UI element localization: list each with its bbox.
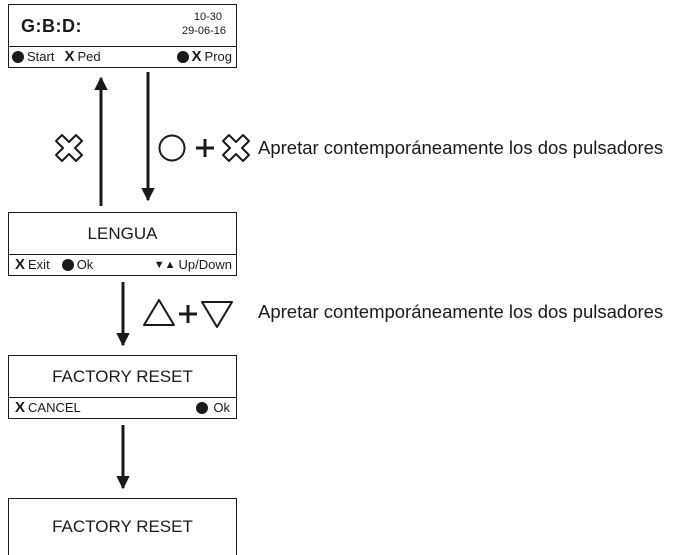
filled-circle-icon <box>12 50 24 63</box>
factory-reset-softkeys: X CANCEL Ok <box>9 397 236 418</box>
instruction-note-1: Apretar contemporáneamente los dos pulsa… <box>258 137 664 158</box>
x-icon: X <box>15 256 26 273</box>
filled-circle-icon <box>176 50 189 63</box>
ped-softkey[interactable]: X Ped <box>64 48 100 65</box>
instruction-note-2: Apretar contemporáneamente los dos pulsa… <box>258 301 664 322</box>
factory-reset-title: FACTORY RESET <box>52 366 193 386</box>
prog-softkey[interactable]: X Prog <box>176 48 232 65</box>
lengua-screen: LENGUA X Exit Ok ▼▲ Up/Down <box>8 212 237 276</box>
gbd-logo: G:B:D: <box>21 16 82 36</box>
start-label: Start <box>27 49 55 64</box>
plus-icon <box>179 305 197 323</box>
updown-label: Up/Down <box>178 257 232 272</box>
cancel-softkey[interactable]: X CANCEL <box>15 399 81 416</box>
home-screen: G:B:D: 10-30 29-06-16 Start X Ped X Prog <box>8 4 237 68</box>
x-icon: X <box>191 48 202 65</box>
ok-label: Ok <box>76 257 94 272</box>
updown-softkey[interactable]: ▼▲ Up/Down <box>154 257 232 272</box>
ok-softkey[interactable]: Ok <box>61 257 94 272</box>
triangle-down-button-icon <box>201 301 233 328</box>
cancel-label: CANCEL <box>28 400 81 415</box>
ped-label: Ped <box>77 49 101 64</box>
lengua-softkeys: X Exit Ok ▼▲ Up/Down <box>9 254 236 275</box>
factory-reset-confirm-screen: FACTORY RESET X CANCEL Ok <box>8 355 237 419</box>
circle-button-icon <box>158 134 186 162</box>
factory-reset-final-title: FACTORY RESET <box>52 517 193 536</box>
lengua-display: LENGUA <box>9 213 236 255</box>
plus-icon <box>196 139 214 157</box>
triangle-up-button-icon <box>143 299 175 326</box>
lengua-title: LENGUA <box>87 223 158 243</box>
factory-reset-final-screen: FACTORY RESET <box>8 498 237 555</box>
home-softkeys: Start X Ped X Prog <box>9 46 236 67</box>
factory-reset-display: FACTORY RESET <box>9 356 236 398</box>
x-button-icon <box>222 134 250 162</box>
filled-circle-icon <box>61 258 74 271</box>
x-button-icon <box>55 134 83 162</box>
ok-label: Ok <box>213 400 230 415</box>
ok-softkey[interactable]: Ok <box>196 400 230 415</box>
exit-softkey[interactable]: X Exit <box>15 256 50 273</box>
triangle-down-up-icon: ▼▲ <box>153 258 176 271</box>
exit-label: Exit <box>28 257 50 272</box>
x-icon: X <box>64 48 75 65</box>
time-readout: 10-30 <box>193 11 222 23</box>
start-softkey[interactable]: Start <box>12 49 54 64</box>
prog-label: Prog <box>204 49 232 64</box>
home-screen-display: G:B:D: 10-30 29-06-16 <box>9 5 236 47</box>
x-icon: X <box>15 399 26 416</box>
date-readout: 29-06-16 <box>181 25 226 37</box>
filled-circle-icon <box>196 401 209 414</box>
